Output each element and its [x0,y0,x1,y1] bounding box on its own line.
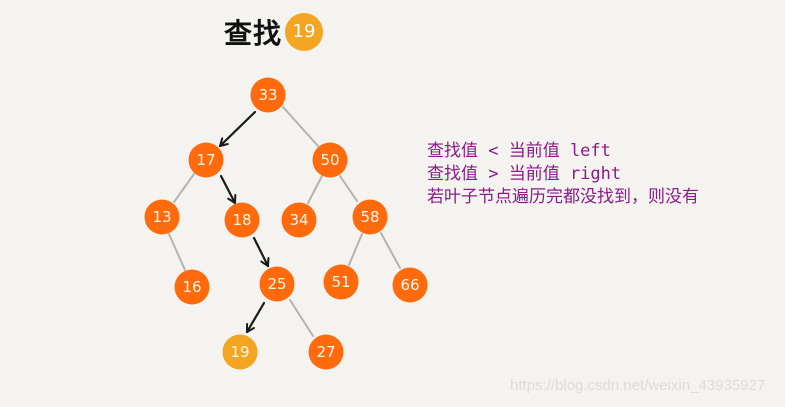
tree-node: 51 [323,264,359,300]
svg-text:27: 27 [316,343,335,361]
svg-text:34: 34 [289,211,308,229]
svg-text:18: 18 [232,211,251,229]
svg-text:33: 33 [258,86,277,104]
tree-node: 50 [312,142,348,178]
arrow-25-to-19 [245,301,266,334]
svg-text:19: 19 [230,343,249,361]
edge-58-66 [380,232,401,269]
rule-not-found: 若叶子节点遍历完都没找到，则没有 [427,187,699,207]
edge-58-51 [348,233,363,266]
svg-text:51: 51 [331,273,350,291]
tree-nodes: 33 17 50 13 18 34 58 16 25 51 66 19 27 [144,77,428,370]
search-rules-notes: 查找值 < 当前值 left 查找值 > 当前值 right 若叶子节点遍历完都… [427,140,699,209]
arrow-17-to-18 [219,174,237,205]
tree-node: 34 [281,202,317,238]
search-target-badge: 19 [285,13,323,51]
search-path-arrows [218,110,270,334]
tree-node: 66 [392,267,428,303]
svg-text:17: 17 [196,151,215,169]
tree-node: 16 [174,269,210,305]
rule-right: 查找值 > 当前值 right [427,164,622,184]
svg-text:50: 50 [320,151,339,169]
tree-node: 27 [308,334,344,370]
svg-text:13: 13 [152,208,171,226]
edge-13-16 [168,233,186,271]
rule-left: 查找值 < 当前值 left [427,141,611,161]
tree-node: 25 [259,266,295,302]
edge-50-34 [307,175,323,204]
svg-text:58: 58 [360,208,379,226]
edge-25-27 [289,299,314,337]
tree-node: 58 [352,199,388,235]
arrow-33-to-17 [218,110,257,148]
tree-node: 17 [188,142,224,178]
tree-node: 13 [144,199,180,235]
edge-33-50 [282,106,319,147]
edge-17-13 [173,173,195,203]
svg-text:25: 25 [267,275,286,293]
tree-node: 18 [224,202,260,238]
tree-node-target: 19 [222,334,258,370]
tree-node: 33 [250,77,286,113]
svg-text:66: 66 [400,276,419,294]
watermark: https://blog.csdn.net/weixin_43935927 [510,377,766,394]
edge-50-58 [339,175,358,202]
tree-edges [168,106,401,337]
svg-text:16: 16 [182,278,201,296]
diagram-title: 查找 [224,17,283,50]
arrow-18-to-25 [252,236,270,268]
